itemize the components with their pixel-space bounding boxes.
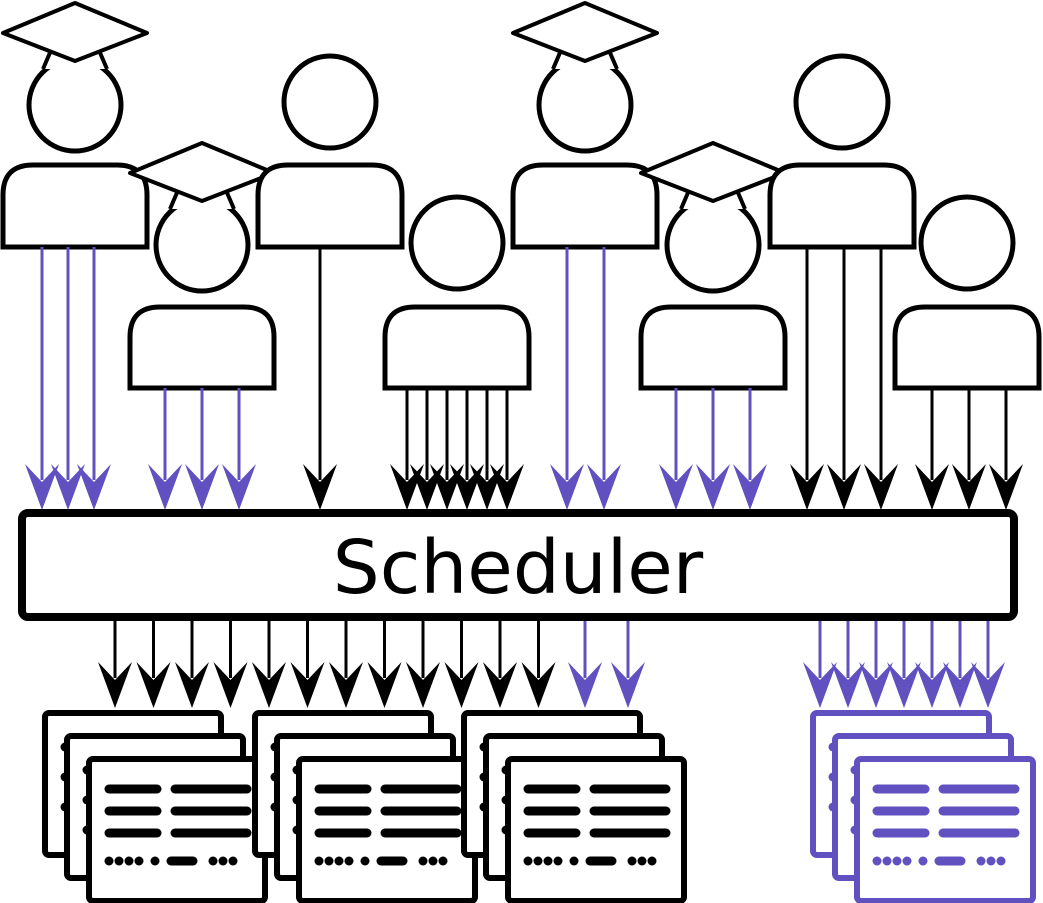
job-arrow-out-priority <box>943 621 977 708</box>
job-arrow-in <box>185 388 219 510</box>
job-arrow-in <box>550 247 584 510</box>
job-arrow-in <box>733 388 767 510</box>
user-body-icon <box>0 162 150 250</box>
job-arrow-out-priority <box>915 621 949 708</box>
users-layer <box>0 1 1042 391</box>
job-arrow-out <box>290 621 325 708</box>
user-body-icon <box>638 304 788 391</box>
job-arrow-out <box>252 621 286 708</box>
machine-card-front <box>86 756 268 903</box>
job-arrow-in <box>587 247 621 510</box>
job-arrow-in <box>490 388 524 510</box>
user-head-icon <box>408 194 506 292</box>
user-body-icon <box>382 304 532 391</box>
job-arrow-out <box>98 621 132 708</box>
graduation-cap-icon <box>1 1 149 70</box>
graduation-cap-icon <box>511 1 659 70</box>
user-body-icon <box>767 162 917 250</box>
job-arrow-out-priority <box>831 621 865 708</box>
job-arrow-out <box>521 621 556 708</box>
user-figure <box>127 141 277 391</box>
user-head-icon <box>793 53 891 151</box>
scheduler-box: Scheduler <box>18 509 1018 621</box>
machine-group-4 <box>810 710 1036 903</box>
job-arrow-in <box>790 247 824 510</box>
job-arrow-in <box>430 388 464 510</box>
job-arrow-in <box>450 388 484 510</box>
job-arrow-out-priority <box>803 621 837 708</box>
user-figure <box>255 53 405 250</box>
user-figure <box>892 194 1042 391</box>
job-arrow-out <box>175 621 209 708</box>
user-head-icon <box>26 56 124 154</box>
job-arrow-in <box>470 388 504 510</box>
job-arrow-in <box>77 247 111 510</box>
user-figure <box>510 1 660 250</box>
job-arrow-in <box>696 388 730 510</box>
job-arrow-in <box>390 388 424 510</box>
machine-group-2 <box>252 710 478 903</box>
job-arrow-out-priority <box>568 621 602 708</box>
job-arrow-in <box>410 388 444 510</box>
job-arrow-in <box>222 388 256 510</box>
job-arrow-in <box>148 388 182 510</box>
user-head-icon <box>918 194 1016 292</box>
job-arrow-out <box>136 621 171 708</box>
graduation-cap-icon <box>639 141 787 210</box>
user-figure <box>638 141 788 391</box>
job-arrow-in <box>827 247 861 510</box>
job-arrow-out <box>367 621 402 708</box>
job-arrow-in <box>303 247 337 510</box>
job-arrow-in <box>25 247 59 510</box>
job-arrow-out <box>444 621 479 708</box>
user-body-icon <box>255 162 405 250</box>
job-arrow-in <box>952 388 986 510</box>
job-arrow-in <box>51 247 85 510</box>
user-figure <box>382 194 532 391</box>
machine-card-front <box>854 756 1036 903</box>
job-arrow-out <box>483 621 517 708</box>
machine-card-front <box>505 756 687 903</box>
job-arrow-out <box>213 621 248 708</box>
user-figure <box>767 53 917 250</box>
scheduler-label: Scheduler <box>333 525 704 611</box>
job-arrow-out-priority <box>859 621 893 708</box>
user-figure <box>0 1 150 250</box>
job-arrow-in <box>915 388 949 510</box>
job-arrow-out-priority <box>887 621 921 708</box>
job-arrow-out-priority <box>611 621 645 708</box>
job-arrow-in <box>989 388 1023 510</box>
user-head-icon <box>281 53 379 151</box>
job-arrows-out <box>98 621 1005 708</box>
user-body-icon <box>510 162 660 250</box>
job-arrow-out <box>329 621 363 708</box>
machines-layer <box>42 710 1036 903</box>
machine-group-1 <box>42 710 268 903</box>
user-head-icon <box>536 56 634 154</box>
user-head-icon <box>153 196 251 294</box>
job-arrow-out <box>406 621 440 708</box>
job-arrows-in <box>25 247 1023 510</box>
user-body-icon <box>892 304 1042 391</box>
job-arrow-in <box>659 388 693 510</box>
job-arrow-out-priority <box>971 621 1005 708</box>
machine-card-front <box>296 756 478 903</box>
job-arrow-in <box>864 247 898 510</box>
machine-group-3 <box>461 710 687 903</box>
user-body-icon <box>127 304 277 391</box>
graduation-cap-icon <box>128 141 276 210</box>
user-head-icon <box>664 196 762 294</box>
